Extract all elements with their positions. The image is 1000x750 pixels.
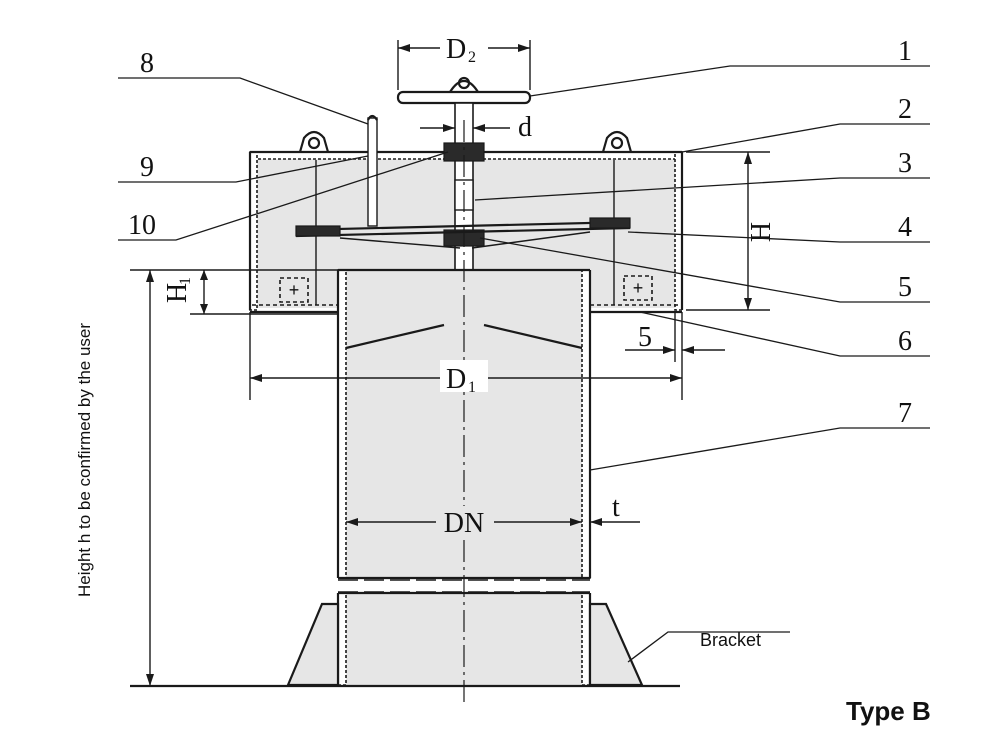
fastener-left: + <box>279 277 309 303</box>
h1-sub: 1 <box>177 277 194 285</box>
type-label: Type B <box>846 696 931 726</box>
handwheel <box>396 76 532 105</box>
dn-label: DN <box>444 508 484 539</box>
dim-d1: D 1 <box>249 312 683 400</box>
dim-height-total <box>146 270 154 686</box>
callout-5: 5 <box>898 272 912 303</box>
callout-1: 1 <box>898 36 912 67</box>
callout-2: 2 <box>898 94 912 125</box>
five-label: 5 <box>638 322 652 353</box>
fastener-right: + <box>623 275 653 301</box>
t-label: t <box>612 492 620 523</box>
damper-plate <box>295 217 631 249</box>
dim-t: t <box>590 492 640 526</box>
callout-8: 8 <box>140 48 154 79</box>
h-label: H <box>746 222 777 242</box>
height-note: Height h to be confirmed by the user <box>75 323 94 597</box>
dim-d2: D 2 <box>397 32 531 90</box>
leader-lines <box>118 65 930 663</box>
dim-d: d <box>420 112 532 143</box>
bracket <box>286 602 644 687</box>
dim-h1: H 1 <box>130 269 338 315</box>
dim-5: 5 <box>625 312 725 362</box>
bracket-label: Bracket <box>700 630 761 650</box>
callout-3: 3 <box>898 148 912 179</box>
h1-label: H <box>162 283 193 303</box>
svg-text:+: + <box>633 278 644 298</box>
dim-dn: DN <box>346 506 582 539</box>
d2-label: D <box>446 34 466 65</box>
lifting-lug-right <box>601 130 633 153</box>
callout-6: 6 <box>898 326 912 357</box>
callout-9: 9 <box>140 152 154 183</box>
d2-sub: 2 <box>468 49 476 66</box>
callout-4: 4 <box>898 212 912 243</box>
d-label: d <box>518 112 532 143</box>
d1-sub: 1 <box>468 379 476 396</box>
d1-label: D <box>446 364 466 395</box>
svg-text:+: + <box>289 280 300 300</box>
callout-7: 7 <box>898 398 912 429</box>
lifting-lug-left <box>298 130 330 153</box>
callout-10: 10 <box>128 210 156 241</box>
indicator-rod <box>367 114 378 227</box>
dim-h: H <box>686 151 777 311</box>
